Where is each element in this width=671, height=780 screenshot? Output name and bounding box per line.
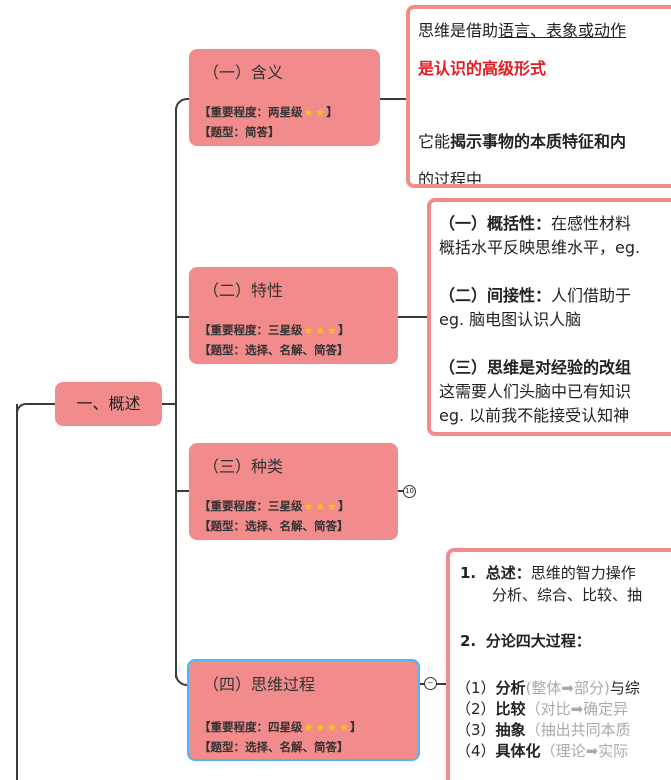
star-icon: ★ bbox=[315, 324, 326, 337]
card4-item3: （3）抽象（抽出共同本质 bbox=[456, 721, 631, 739]
star-icon: ★ bbox=[327, 500, 338, 513]
star-icon: ★ bbox=[339, 721, 349, 734]
star-icon: ★ bbox=[303, 324, 314, 337]
collapse-toggle-icon[interactable]: − bbox=[424, 677, 437, 690]
node-thinking-process[interactable]: （四）思维过程 【重要程度：四星级★★★★】 【题型：选择、名解、简答】 bbox=[187, 659, 420, 761]
root-label: 一、概述 bbox=[76, 394, 141, 413]
trunk-line bbox=[16, 404, 18, 780]
card1-line1: 思维是借助语言、表象或动作 bbox=[418, 21, 627, 40]
card1-line2: 是认识的高级形式 bbox=[418, 59, 547, 78]
star-icon: ★ bbox=[315, 106, 326, 119]
card2-line7: eg. 以前我不能接受认知神 bbox=[439, 406, 630, 425]
node-title: （一）含义 bbox=[203, 63, 284, 82]
node-types[interactable]: （三）种类 【重要程度：三星级★★★】 【题型：选择、名解、简答】 bbox=[189, 443, 398, 540]
node-characteristics[interactable]: （二）特性 【重要程度：三星级★★★】 【题型：选择、名解、简答】 bbox=[189, 267, 398, 364]
card1-line3: 它能揭示事物的本质特征和内 bbox=[418, 132, 627, 151]
card4-point2: 2. 分论四大过程： bbox=[460, 632, 591, 650]
node-importance: 【重要程度：三星级★★★】 bbox=[199, 323, 350, 337]
trunk-to-root bbox=[26, 403, 56, 405]
root-node-overview[interactable]: 一、概述 bbox=[55, 382, 162, 426]
node-title: （二）特性 bbox=[203, 281, 284, 300]
card2-line4: eg. 脑电图认识人脑 bbox=[439, 310, 582, 329]
node1-to-card1 bbox=[380, 98, 406, 100]
star-icon: ★ bbox=[303, 106, 314, 119]
node-question-types: 【题型：选择、名解、简答】 bbox=[199, 519, 349, 533]
node-importance: 【重要程度：四星级★★★★】 bbox=[199, 720, 362, 734]
node-question-types: 【题型：简答】 bbox=[199, 125, 280, 139]
node-importance: 【重要程度：两星级★★】 bbox=[199, 105, 338, 119]
node-title: （三）种类 bbox=[203, 457, 284, 476]
card-thinking-process: 1. 总述：思维的智力操作 分析、综合、比较、抽 2. 分论四大过程： （1）分… bbox=[446, 548, 671, 780]
branch-vertical bbox=[175, 108, 177, 678]
card-meaning: 思维是借助语言、表象或动作 是认识的高级形式 它能揭示事物的本质特征和内 的过程… bbox=[406, 5, 671, 188]
star-icon: ★ bbox=[327, 324, 338, 337]
collapsed-count-badge[interactable]: 10 bbox=[403, 485, 416, 498]
star-icon: ★ bbox=[327, 721, 338, 734]
node2-to-card2 bbox=[398, 316, 428, 318]
card2-line6: 这需要人们头脑中已有知识 bbox=[439, 382, 632, 401]
card2-line3: （二）间接性：人们借助于 bbox=[439, 286, 632, 305]
node3-to-collapse bbox=[398, 490, 404, 492]
node-title: （四）思维过程 bbox=[203, 675, 316, 694]
node-question-types: 【题型：选择、名解、简答】 bbox=[199, 343, 349, 357]
star-icon: ★ bbox=[303, 721, 314, 734]
node-meaning[interactable]: （一）含义 【重要程度：两星级★★】 【题型：简答】 bbox=[189, 49, 380, 146]
branch-to-node2 bbox=[176, 316, 190, 318]
card2-line2: 概括水平反映思维水平，eg. bbox=[439, 238, 641, 257]
node-importance: 【重要程度：三星级★★★】 bbox=[199, 499, 350, 513]
card2-line1: （一）概括性：在感性材料 bbox=[439, 214, 632, 233]
star-icon: ★ bbox=[315, 500, 326, 513]
trunk-curve bbox=[16, 403, 28, 415]
branch-to-node3 bbox=[176, 490, 190, 492]
star-icon: ★ bbox=[303, 500, 314, 513]
card4-item1: （1）分析(整体➡部分)与综 bbox=[456, 679, 640, 697]
node-question-types: 【题型：选择、名解、简答】 bbox=[199, 740, 349, 754]
card1-line4: 的过程中 bbox=[418, 170, 483, 188]
card4-item2: （2）比较（对比➡确定异 bbox=[456, 700, 629, 718]
card4-point1-line2: 分析、综合、比较、抽 bbox=[492, 586, 643, 604]
card-characteristics: （一）概括性：在感性材料 概括水平反映思维水平，eg. （二）间接性：人们借助于… bbox=[427, 198, 671, 436]
branch-top-curve bbox=[175, 98, 189, 112]
star-icon: ★ bbox=[315, 721, 326, 734]
branch-bottom-curve bbox=[175, 672, 189, 686]
card4-point1: 1. 总述：思维的智力操作 bbox=[460, 564, 636, 582]
root-to-branch bbox=[161, 403, 176, 405]
card4-item4: （4）具体化（理论➡实际 bbox=[456, 742, 629, 760]
card2-line5: （三）思维是对经验的改组 bbox=[439, 358, 632, 377]
